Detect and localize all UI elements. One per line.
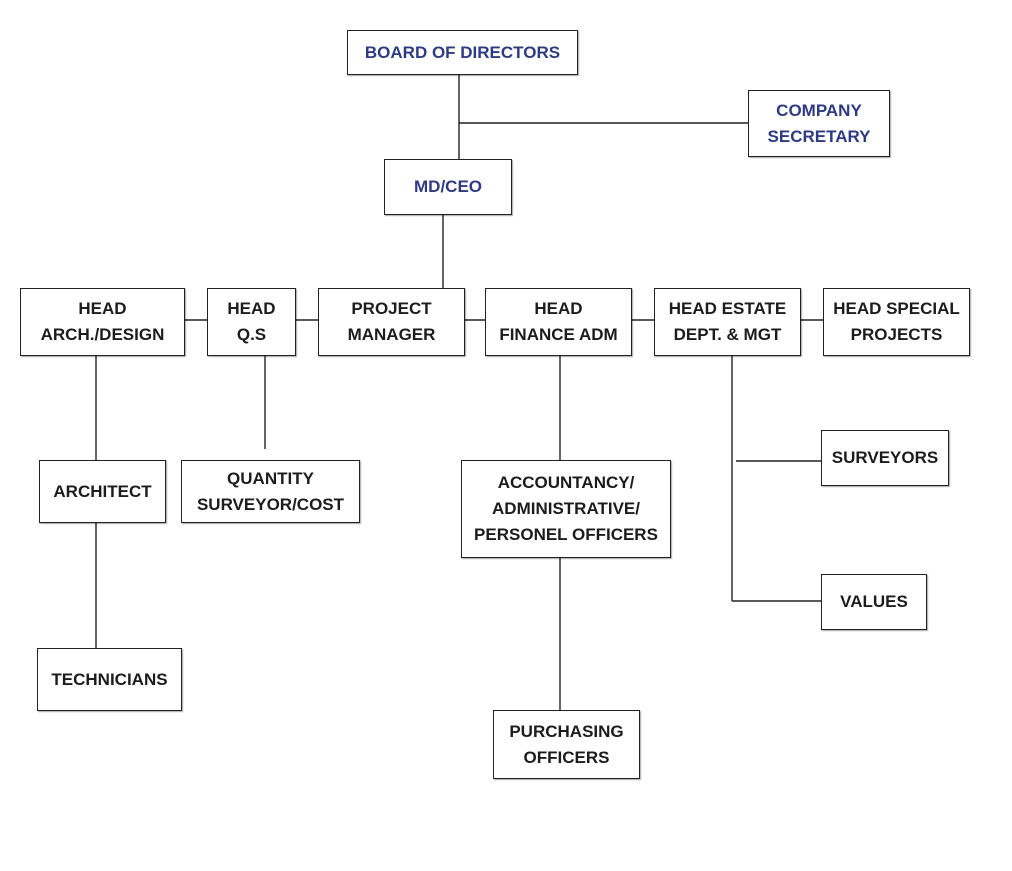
node-label-line: ADMINISTRATIVE/ (492, 499, 640, 518)
node-label-line: SURVEYORS (831, 448, 939, 467)
node-accountancy-officers: ACCOUNTANCY/ADMINISTRATIVE/PERSONEL OFFI… (461, 460, 671, 558)
node-label-line: PROJECTS (850, 325, 943, 344)
node-label-line: MANAGER (347, 325, 436, 344)
node-label-line: BOARD OF DIRECTORS (364, 42, 561, 62)
node-label-line: ARCH./DESIGN (40, 325, 165, 344)
node-label-line: Q.S (236, 325, 267, 344)
node-head-finance-adm: HEAD FINANCE ADM (485, 288, 632, 356)
node-head-qs: HEAD Q.S (207, 288, 296, 356)
node-label-line: HEAD SPECIAL (833, 299, 960, 318)
node-company-secretary: COMPANY SECRETARY (748, 90, 890, 157)
node-label-line: HEAD (78, 299, 127, 318)
node-label-line: COMPANY (776, 100, 862, 120)
node-label-line: FINANCE ADM (499, 325, 618, 344)
node-label-line: TECHNICIANS (51, 669, 168, 689)
node-label-line: MD/CEO (414, 177, 482, 196)
node-label-line: SECRETARY (767, 126, 871, 146)
node-label-line: PURCHASING (509, 721, 624, 741)
node-technicians: TECHNICIANS (37, 648, 182, 711)
node-label-line: OFFICERS (523, 747, 610, 767)
node-surveyors: SURVEYORS (821, 430, 949, 486)
node-project-manager: PROJECT MANAGER (318, 288, 465, 356)
node-label-line: DEPT. & MGT (673, 325, 782, 344)
node-head-arch-design: HEAD ARCH./DESIGN (20, 288, 185, 356)
node-label-line: ACCOUNTANCY/ (497, 473, 635, 492)
node-head-special-projects: HEAD SPECIAL PROJECTS (823, 288, 970, 356)
node-label-line: HEAD (534, 299, 583, 318)
node-architect: ARCHITECT (39, 460, 166, 523)
node-label-line: PERSONEL OFFICERS (474, 525, 658, 544)
node-label-line: QUANTITY (227, 468, 314, 488)
node-label-line: HEAD (227, 299, 276, 318)
node-purchasing-officers: PURCHASING OFFICERS (493, 710, 640, 779)
node-values: VALUES (821, 574, 927, 630)
node-label-line: SURVEYOR/COST (196, 494, 345, 514)
node-label-line: ARCHITECT (53, 481, 152, 501)
node-md-ceo: MD/CEO (384, 159, 512, 215)
node-label-line: VALUES (840, 592, 908, 611)
node-label-line: PROJECT (351, 299, 432, 318)
node-board-of-directors: BOARD OF DIRECTORS (347, 30, 578, 75)
node-label-line: HEAD ESTATE (668, 299, 787, 318)
node-head-estate: HEAD ESTATE DEPT. & MGT (654, 288, 801, 356)
node-quantity-surveyor: QUANTITY SURVEYOR/COST (181, 460, 360, 523)
